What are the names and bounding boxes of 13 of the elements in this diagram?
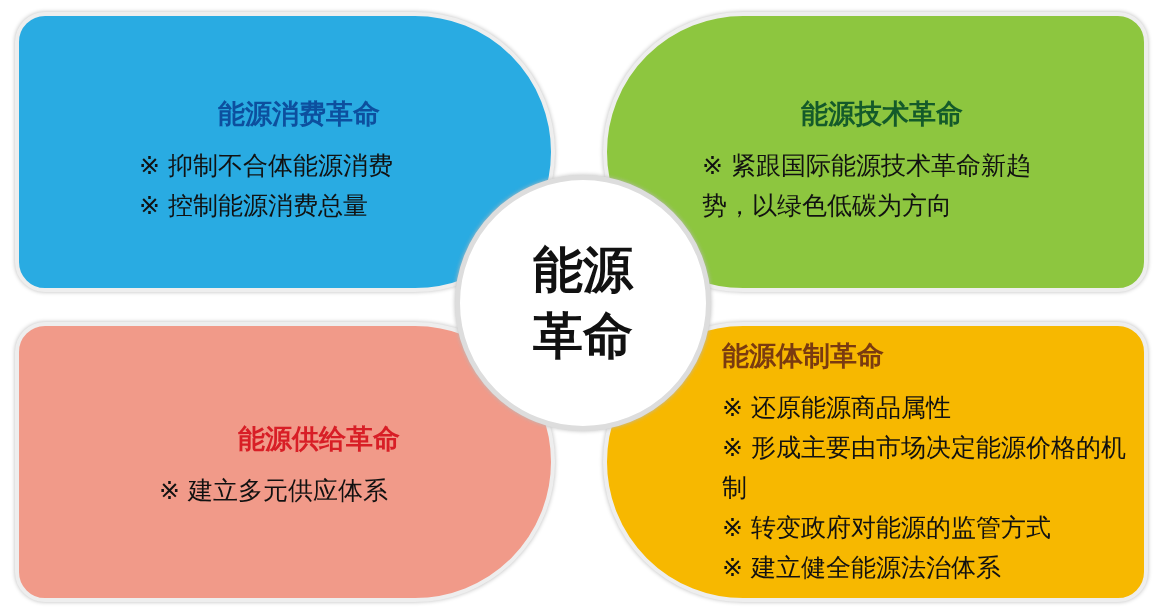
- bullet-item: ※ 控制能源消费总量: [139, 190, 369, 222]
- bullet-item: ※ 抑制不合体能源消费: [139, 150, 394, 182]
- bullet-item: ※ 紧跟国际能源技术革命新趋势，以绿色低碳为方向: [702, 150, 1032, 222]
- circle-label: 能源革命: [532, 240, 635, 367]
- panel-heading: 能源供给革命: [238, 422, 400, 456]
- bullet-item: ※ 建立多元供应体系: [159, 475, 389, 507]
- bullet-item: ※ 形成主要由市场决定能源价格的机制: [722, 432, 1127, 504]
- panel-heading: 能源消费革命: [218, 97, 380, 131]
- panel-heading: 能源体制革命: [722, 339, 884, 373]
- bullet-item: ※ 建立健全能源法治体系: [722, 552, 1002, 584]
- panel-heading: 能源技术革命: [801, 97, 963, 131]
- bullet-item: ※ 转变政府对能源的监管方式: [722, 512, 1052, 544]
- bullet-item: ※ 还原能源商品属性: [722, 392, 952, 424]
